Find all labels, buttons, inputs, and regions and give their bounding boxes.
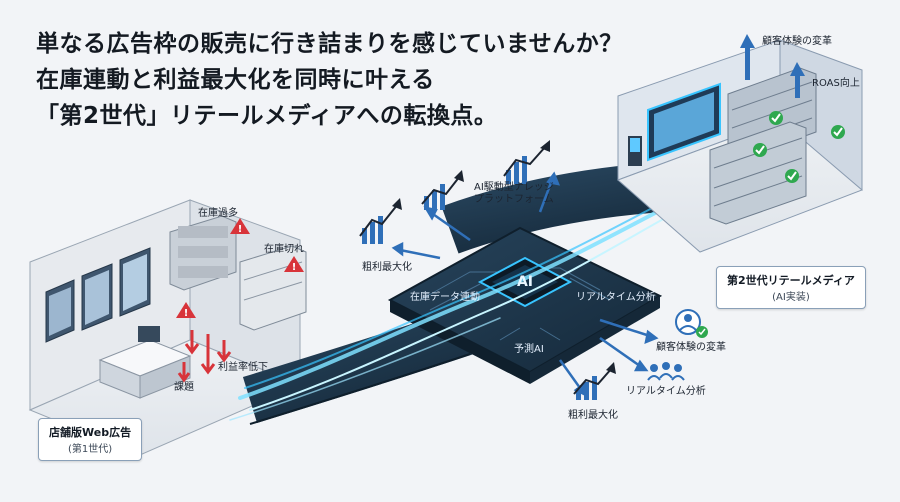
growth-chart-icon	[503, 140, 550, 184]
stockout-label: 在庫切れ	[264, 244, 304, 255]
platform-title: AI駆動型ナレッジ プラットフォーム	[474, 182, 554, 205]
branch-arrows	[391, 171, 659, 397]
warning-icon: ! ! !	[176, 218, 304, 319]
cx-top-label: 顧客体験の変革	[762, 36, 832, 47]
customer-experience-icon	[675, 309, 708, 338]
margin-drop-label: 利益率低下	[218, 362, 268, 373]
first-gen-label-box: 店舗版Web広告 (第1世代)	[38, 418, 143, 461]
inventory-link-label: 在庫データ連動	[410, 292, 480, 303]
digital-signage	[45, 247, 151, 343]
second-gen-subtitle: (AI実装)	[772, 292, 810, 303]
second-gen-title: 第2世代リテールメディア	[727, 274, 855, 287]
issue-label: 課題	[174, 382, 194, 393]
headline-line-2: 在庫連動と利益最大化を同時に叶える	[36, 67, 435, 93]
checkout-counter	[98, 326, 192, 399]
overstock-shelf	[169, 215, 237, 291]
ai-chip-label: AI	[516, 274, 534, 290]
svg-text:!: !	[238, 224, 243, 235]
decline-arrow-icon	[177, 330, 232, 383]
headline: 単なる広告枠の販売に行き詰まりを感じていませんか？ 在庫連動と利益最大化を同時に…	[36, 26, 623, 134]
realtime-analytics-icon	[647, 362, 685, 381]
gross-profit-top-label: 粗利最大化	[362, 262, 412, 273]
svg-text:!: !	[292, 262, 297, 273]
growth-chart-icon	[421, 170, 464, 210]
growth-chart-icon	[359, 198, 402, 244]
overstock-label: 在庫過多	[198, 208, 238, 219]
realtime-output-label: リアルタイム分析	[626, 386, 706, 397]
predictive-ai-label: 予測AI	[514, 344, 544, 355]
check-icon	[753, 111, 845, 183]
cx-output-label: 顧客体験の変革	[656, 342, 726, 353]
second-gen-store	[617, 34, 863, 253]
growth-chart-icon	[573, 362, 616, 400]
second-gen-label-box: 第2世代リテールメディア (AI実装)	[716, 266, 866, 309]
headline-line-3: 「第2世代」リテールメディアへの転換点。	[36, 103, 498, 129]
first-gen-subtitle: (第1世代)	[67, 444, 113, 455]
first-gen-title: 店舗版Web広告	[49, 426, 132, 439]
platform-realtime-label: リアルタイム分析	[576, 292, 656, 303]
svg-text:!: !	[184, 308, 189, 319]
gross-profit-output-label: 粗利最大化	[568, 410, 618, 421]
upward-arrow-icon	[740, 34, 805, 98]
roas-label: ROAS向上	[812, 78, 860, 89]
headline-line-1: 単なる広告枠の販売に行き詰まりを感じていませんか？	[36, 31, 623, 57]
